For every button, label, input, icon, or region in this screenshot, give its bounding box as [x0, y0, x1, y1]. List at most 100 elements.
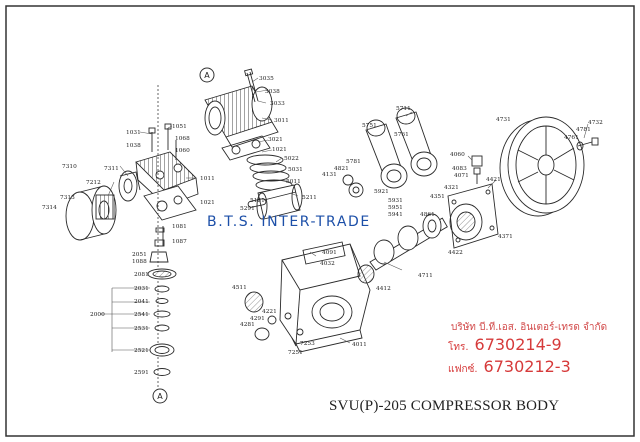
part-label: 4421: [486, 177, 501, 183]
company-name: บริษัท บี.ที.เอส. อินเตอร์-เทรด จำกัด: [451, 322, 608, 333]
leader-lines: [107, 77, 589, 344]
bearing-left: [357, 264, 375, 284]
rod-washers: [342, 174, 364, 198]
watermark: B.T.S. INTER-TRADE: [207, 214, 371, 230]
part-label: 4511: [232, 285, 247, 291]
bearing-housing: [447, 183, 499, 249]
part-label: 3011: [274, 118, 289, 124]
part-label: 7311: [104, 166, 119, 172]
part-label: 4091: [322, 250, 337, 256]
part-label: 7314: [42, 205, 57, 211]
part-label: 4412: [376, 286, 391, 292]
filter-cover: [118, 170, 141, 202]
connecting-rod-1: [365, 119, 408, 189]
fax-number: 6730212-3: [483, 357, 571, 376]
part-label: 5931: [388, 198, 403, 204]
stud-bolt: [244, 68, 259, 103]
pulley-bolt: [576, 137, 599, 151]
part-label: 4131: [322, 172, 337, 178]
part-label: 1087: [172, 239, 187, 245]
crankcase-cover: [244, 291, 277, 341]
part-label: 5921: [374, 189, 389, 195]
part-label: 5711: [396, 106, 411, 112]
ref-marker-bottom: A: [152, 388, 168, 404]
part-label: 1088: [132, 259, 147, 265]
part-label: 4351: [430, 194, 445, 200]
part-label: 4011: [352, 342, 367, 348]
part-label: 5941: [388, 212, 403, 218]
filter-element: [95, 194, 115, 220]
part-label: 4281: [240, 322, 255, 328]
part-label: 1031: [126, 130, 141, 136]
part-label: 4711: [418, 273, 433, 279]
part-label: 5022: [284, 156, 299, 162]
part-label: 2521: [134, 348, 149, 354]
part-label: 5291: [240, 206, 255, 212]
piston-pin: [247, 198, 267, 208]
oil-seal: [422, 213, 442, 239]
part-label: 4321: [444, 185, 459, 191]
part-label: 4083: [452, 166, 467, 172]
crankcase: [279, 241, 371, 353]
piston: [256, 183, 303, 220]
part-label: 3021: [268, 137, 283, 143]
part-label: 1021: [272, 147, 287, 153]
part-label: 4060: [450, 152, 465, 158]
phone-label: โทร.: [448, 342, 469, 353]
phone-row: โทร. 6730214-9: [448, 335, 562, 355]
part-label: 4731: [496, 117, 511, 123]
part-label: 4861: [420, 212, 435, 218]
ref-marker-top: A: [199, 67, 215, 83]
part-label: 7251: [288, 350, 303, 356]
part-label: 7253: [300, 341, 315, 347]
cylinder-head: [135, 151, 199, 208]
part-label: 5031: [288, 167, 303, 173]
part-label: 2591: [134, 370, 149, 376]
head-bolts: [148, 123, 177, 160]
part-label: 7212: [86, 180, 101, 186]
part-labels: 3035 3038 3033 3011 3021 1021 5022 5031 …: [42, 76, 603, 376]
part-label: 4781: [576, 127, 591, 133]
part-label: 1038: [126, 143, 141, 149]
fax-label: แฟกซ์.: [448, 364, 478, 375]
part-label: 7310: [62, 164, 77, 170]
part-label: 5781: [346, 159, 361, 165]
part-label: 1021: [200, 200, 215, 206]
part-label: 2051: [132, 252, 147, 258]
cylinder-gasket: [221, 135, 271, 161]
part-label: 4032: [320, 261, 335, 267]
part-label: 5761: [394, 132, 409, 138]
check-valve-stack: [100, 85, 177, 402]
fax-row: แฟกซ์. 6730212-3: [448, 357, 571, 377]
part-label: 1060: [175, 148, 190, 154]
diagram-title: SVU(P)-205 COMPRESSOR BODY: [329, 398, 560, 414]
part-label: 5951: [388, 205, 403, 211]
cylinder-block: [204, 85, 279, 148]
breather: [471, 155, 483, 184]
part-label: 1081: [172, 224, 187, 230]
part-label: 2081: [134, 272, 149, 278]
phone-number: 6730214-9: [474, 335, 562, 354]
part-label: 4761: [564, 135, 579, 141]
drain-bolts: [284, 312, 304, 347]
part-label: 2031: [134, 286, 149, 292]
svg-text:A: A: [204, 71, 210, 80]
part-label: 3033: [270, 101, 285, 107]
valve-plate: [143, 185, 197, 221]
part-label: 4291: [250, 316, 265, 322]
svg-text:A: A: [157, 392, 163, 401]
part-label: 2531: [134, 326, 149, 332]
part-label: 5011: [286, 179, 301, 185]
part-label: 2000: [90, 312, 105, 318]
part-label: 1011: [200, 176, 215, 182]
paper-border: [5, 5, 635, 437]
connecting-rod-2: [395, 107, 438, 177]
part-label: 4422: [448, 250, 463, 256]
part-label: 7313: [60, 195, 75, 201]
part-label: 4071: [454, 173, 469, 179]
part-label: 1068: [175, 136, 190, 142]
part-label: 1051: [172, 124, 187, 130]
part-label: 4371: [498, 234, 513, 240]
